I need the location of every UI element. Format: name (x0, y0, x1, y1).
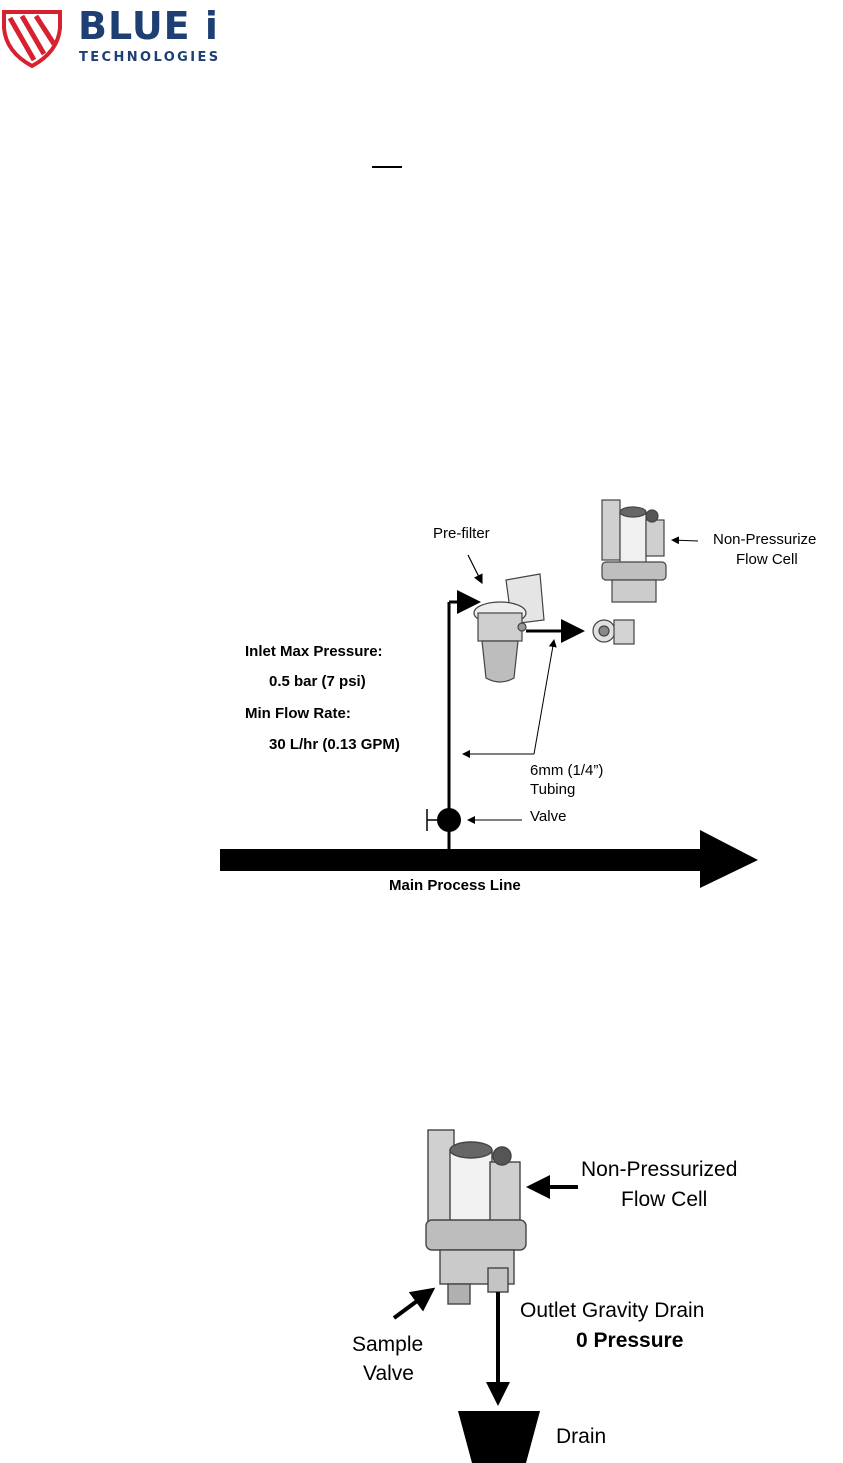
installation-lines (220, 499, 758, 888)
installation-diagram: Pre-filter Non-Pressurize Flow Cell Inle… (220, 499, 817, 894)
drain-diagram: Non-Pressurized Flow Cell Outlet Gravity… (0, 1100, 843, 1463)
sample-valve-label-2: Valve (363, 1362, 414, 1385)
min-flow-value: 30 L/hr (0.13 GPM) (269, 736, 400, 753)
logo-shield-icon (2, 10, 62, 68)
drain-icon (458, 1411, 540, 1463)
prefilter-label: Pre-filter (433, 525, 490, 542)
drain-lines (392, 1129, 578, 1463)
sample-valve-label-1: Sample (352, 1333, 424, 1356)
main-process-arrow (220, 830, 758, 888)
flow-meter-icon (592, 619, 635, 645)
company-logo: BLUE i TECHNOLOGIES (0, 0, 230, 70)
inlet-pressure-label: Inlet Max Pressure: (245, 643, 383, 660)
min-flow-label: Min Flow Rate: (245, 705, 351, 722)
logo-brand-text: BLUE i (78, 4, 219, 48)
logo-sub-text: TECHNOLOGIES (79, 50, 221, 65)
valve-icon (437, 808, 461, 832)
tubing-label-2: Tubing (530, 781, 576, 798)
valve-label: Valve (530, 808, 567, 825)
flowcell-icon-large (425, 1129, 527, 1305)
drain-label: Drain (556, 1425, 607, 1448)
flowcell-large-label-1: Non-Pressurized (581, 1158, 738, 1181)
outlet-drain-label: Outlet Gravity Drain (520, 1299, 705, 1322)
flowcell-label-1: Non-Pressurize (713, 531, 817, 548)
flowcell-large-label-2: Flow Cell (621, 1188, 708, 1211)
inlet-pressure-value: 0.5 bar (7 psi) (269, 673, 366, 690)
pressure-label: 0 Pressure (576, 1329, 684, 1352)
prefilter-icon (473, 573, 545, 683)
flowcell-icon-small (601, 499, 667, 603)
tubing-label-1: 6mm (1/4”) (530, 762, 604, 779)
flowcell-label-2: Flow Cell (736, 551, 798, 568)
underline-mark (372, 166, 402, 168)
main-process-line-label: Main Process Line (389, 877, 521, 894)
